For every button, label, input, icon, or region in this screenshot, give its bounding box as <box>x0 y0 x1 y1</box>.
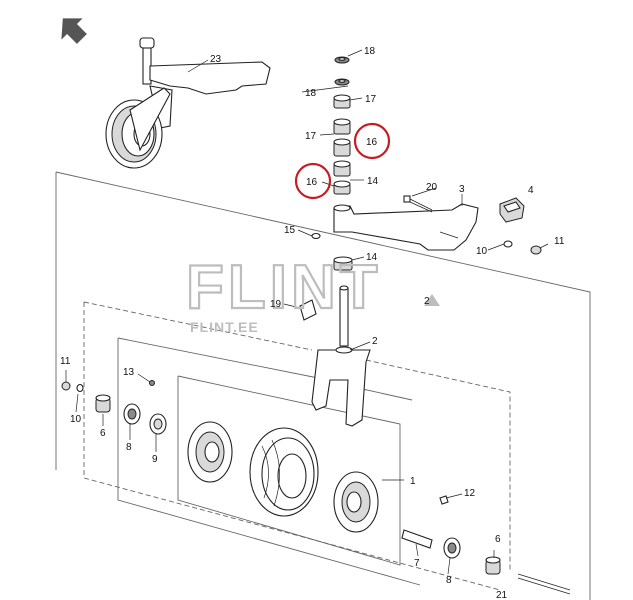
callout-6[interactable]: 6 <box>495 534 501 545</box>
callout-15[interactable]: 15 <box>284 225 296 236</box>
cap-4 <box>499 197 525 223</box>
watermark-site: FLINT.EE <box>190 319 259 335</box>
wheel-assembly-23 <box>105 37 271 169</box>
callout-20[interactable]: 20 <box>426 182 438 193</box>
callout-10[interactable]: 10 <box>70 414 82 425</box>
back-arrow-icon[interactable] <box>51 8 92 49</box>
highlight-circle <box>294 162 332 200</box>
axle-hardware-right <box>401 495 571 595</box>
highlight-circle <box>353 122 391 160</box>
arm-bracket-3 <box>333 203 479 251</box>
watermark-brand: FLINT <box>186 253 382 322</box>
callout-4[interactable]: 4 <box>528 185 534 196</box>
bolt-20 <box>403 195 433 213</box>
axle-hardware-left <box>61 380 167 435</box>
callout-21[interactable]: 21 <box>496 590 508 600</box>
callout-18[interactable]: 18 <box>305 88 317 99</box>
callout-18[interactable]: 18 <box>364 46 376 57</box>
callout-3[interactable]: 3 <box>459 184 465 195</box>
callout-7[interactable]: 7 <box>414 558 420 569</box>
callout-14[interactable]: 14 <box>367 176 379 187</box>
assembly-frames <box>55 171 591 600</box>
callout-8[interactable]: 8 <box>446 575 452 586</box>
triangle-icon <box>424 294 440 306</box>
callout-2[interactable]: 2 <box>372 336 378 347</box>
callout-17[interactable]: 17 <box>305 131 317 142</box>
callout-11[interactable]: 11 <box>60 356 71 367</box>
callout-23[interactable]: 23 <box>210 54 222 65</box>
castor-fork-2 <box>299 285 371 427</box>
callout-12[interactable]: 12 <box>464 488 476 499</box>
callout-10[interactable]: 10 <box>476 246 488 257</box>
highlight-circles <box>294 122 391 200</box>
callout-16[interactable]: 16 <box>366 137 378 148</box>
leader-lines <box>65 49 549 575</box>
callout-2[interactable]: 2 <box>424 296 430 307</box>
callout-14[interactable]: 14 <box>366 252 378 263</box>
callout-11[interactable]: 11 <box>554 236 565 247</box>
callout-13[interactable]: 13 <box>123 367 135 378</box>
callout-6[interactable]: 6 <box>100 428 106 439</box>
callout-8[interactable]: 8 <box>126 442 132 453</box>
watermark: FLINT FLINT.EE <box>185 252 440 335</box>
callout-1[interactable]: 1 <box>410 476 416 487</box>
bushing-14-lower <box>333 256 353 271</box>
callout-19[interactable]: 19 <box>270 299 282 310</box>
callout-labels: 23 18 18 17 17 16 16 14 20 3 4 15 10 11 … <box>60 46 565 600</box>
callout-9[interactable]: 9 <box>152 454 158 465</box>
bushing-stack <box>333 56 351 195</box>
wheel-assembly-1 <box>187 421 379 533</box>
callout-16[interactable]: 16 <box>306 177 318 188</box>
callout-17[interactable]: 17 <box>365 94 377 105</box>
